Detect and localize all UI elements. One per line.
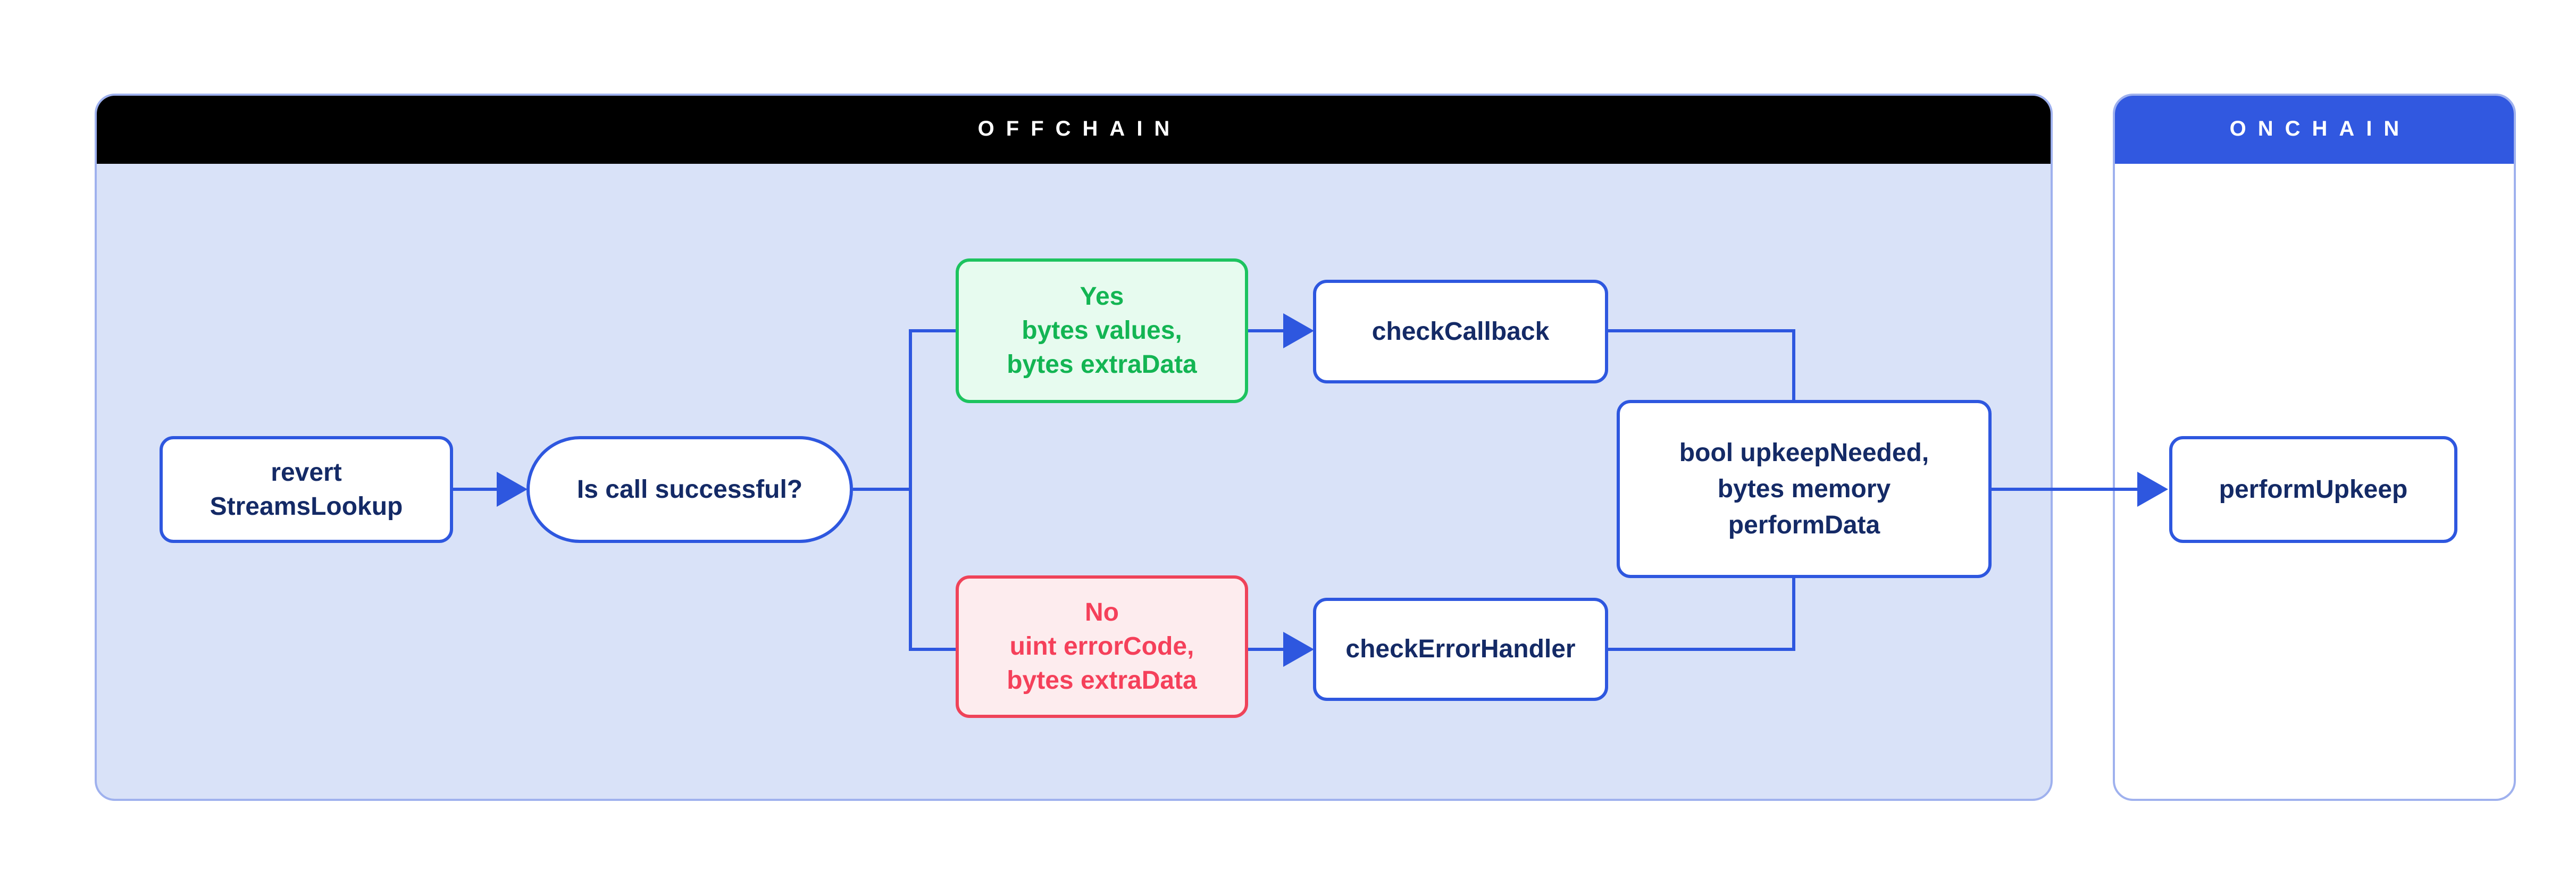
connector-revert-to-decision (453, 488, 499, 491)
connector-check-callback-to-result-vertical (1792, 329, 1795, 404)
node-upkeep-result: bool upkeepNeeded, bytes memory performD… (1617, 400, 1992, 578)
arrowhead-yes-to-check-callback (1283, 313, 1314, 348)
node-check-callback: checkCallback (1313, 280, 1608, 383)
node-check-callback-label: checkCallback (1371, 317, 1550, 346)
connector-decision-to-branch (853, 488, 912, 491)
node-check-error-handler-label: checkErrorHandler (1345, 635, 1576, 663)
node-result-line-2: bytes memory (1717, 474, 1891, 503)
node-result-line-1: bool upkeepNeeded, (1679, 438, 1929, 467)
node-decision-label: Is call successful? (576, 475, 803, 504)
connector-branch-to-no (909, 648, 958, 651)
node-perform-upkeep-label: performUpkeep (2219, 475, 2408, 504)
connector-branch-vertical (909, 329, 912, 651)
node-revert-streams-lookup: revert StreamsLookup (160, 436, 453, 543)
node-yes-line-1: Yes (1080, 282, 1124, 311)
node-yes-line-3: bytes extraData (1007, 350, 1197, 379)
arrowhead-no-to-check-error-handler (1283, 632, 1314, 667)
node-check-error-handler: checkErrorHandler (1313, 598, 1608, 701)
node-result-line-3: performData (1728, 511, 1880, 539)
node-yes-line-2: bytes values, (1022, 316, 1182, 345)
offchain-title: OFFCHAIN (977, 116, 1182, 140)
connector-check-error-handler-to-result-vertical (1792, 576, 1795, 651)
connector-result-to-perform-upkeep (1992, 488, 2138, 491)
onchain-title: ONCHAIN (2229, 116, 2411, 140)
node-no-branch: No uint errorCode, bytes extraData (956, 575, 1248, 718)
node-is-call-successful: Is call successful? (526, 436, 853, 543)
arrowhead-result-to-perform-upkeep (2137, 472, 2168, 507)
connector-no-to-check-error-handler (1248, 648, 1284, 651)
node-no-line-2: uint errorCode, (1009, 632, 1194, 661)
node-perform-upkeep: performUpkeep (2169, 436, 2457, 543)
node-no-line-3: bytes extraData (1007, 666, 1197, 695)
node-yes-branch: Yes bytes values, bytes extraData (956, 258, 1248, 403)
connector-yes-to-check-callback (1248, 329, 1284, 332)
arrowhead-revert-to-decision (497, 472, 528, 507)
connector-check-callback-to-result-horizontal (1608, 329, 1795, 332)
connector-check-error-handler-to-result-horizontal (1608, 648, 1795, 651)
connector-branch-to-yes (909, 329, 958, 332)
node-revert-line-2: StreamsLookup (210, 492, 403, 521)
node-no-line-1: No (1085, 598, 1119, 626)
offchain-header: OFFCHAIN (97, 96, 2051, 164)
onchain-header: ONCHAIN (2115, 96, 2514, 164)
node-revert-line-1: revert (271, 458, 342, 487)
